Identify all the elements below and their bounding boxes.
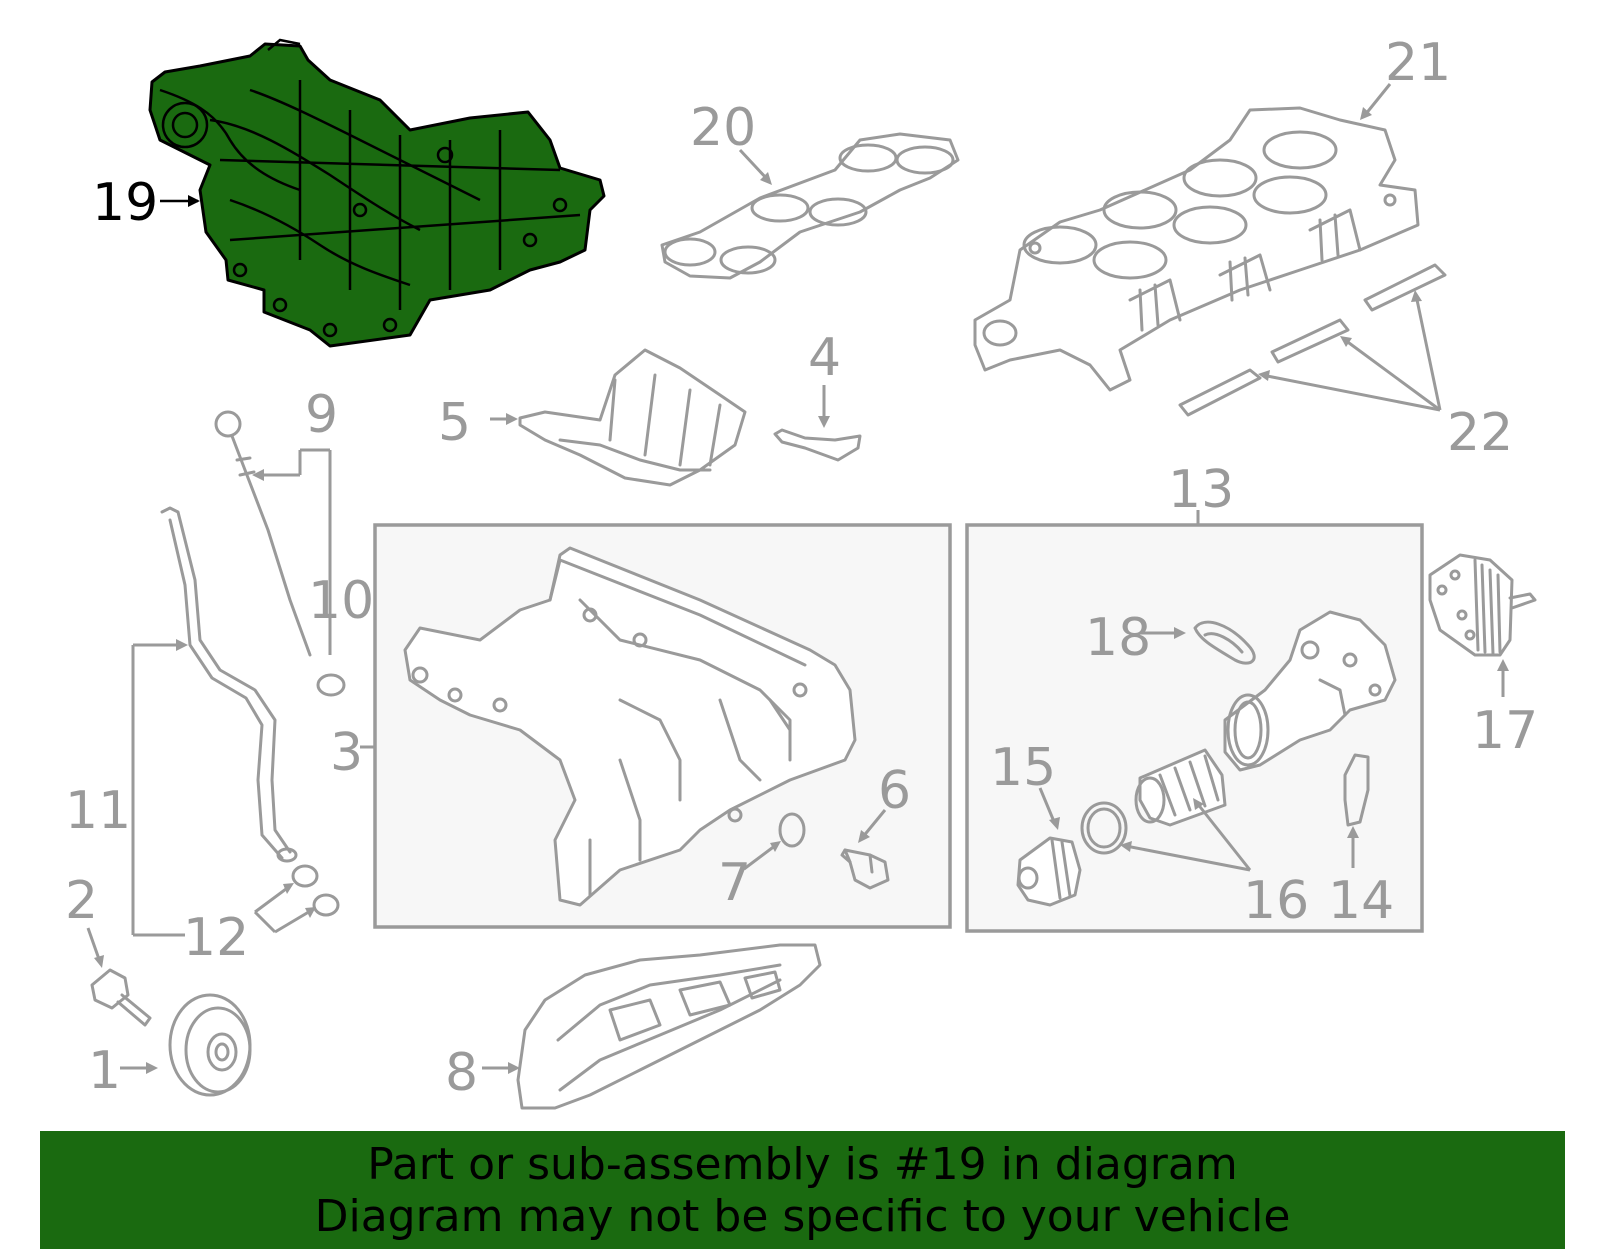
label-14: 14 bbox=[1328, 871, 1394, 931]
label-15: 15 bbox=[990, 738, 1056, 798]
label-19: 19 bbox=[92, 173, 158, 233]
label-12: 12 bbox=[183, 908, 249, 968]
part-5-baffle bbox=[518, 348, 747, 487]
part-16-oil-filter bbox=[1080, 748, 1227, 855]
info-banner: Part or sub-assembly is #19 in diagram D… bbox=[40, 1131, 1565, 1249]
label-7: 7 bbox=[718, 853, 751, 913]
part-19-intake-manifold[interactable] bbox=[148, 38, 606, 348]
label-2: 2 bbox=[65, 871, 98, 931]
part-20-intake-gasket bbox=[660, 132, 960, 280]
label-9: 9 bbox=[305, 385, 338, 445]
label-4: 4 bbox=[808, 328, 841, 388]
part-12-o-rings bbox=[291, 864, 340, 917]
label-18: 18 bbox=[1085, 608, 1151, 668]
part-21-lower-intake-manifold bbox=[973, 106, 1420, 392]
part-9-dipstick bbox=[214, 410, 312, 657]
part-15-filter-cap bbox=[1016, 836, 1082, 907]
label-5: 5 bbox=[438, 393, 471, 453]
part-22-gaskets bbox=[1178, 263, 1447, 417]
part-10-o-ring bbox=[316, 673, 346, 697]
part-11-dipstick-tube bbox=[160, 506, 298, 863]
part-17-oil-cooler bbox=[1428, 553, 1537, 657]
part-2-bolt bbox=[90, 968, 152, 1027]
label-20: 20 bbox=[690, 98, 756, 158]
part-6-drain-plug bbox=[840, 848, 890, 890]
label-13: 13 bbox=[1168, 460, 1234, 520]
label-3: 3 bbox=[330, 723, 363, 783]
part-3-oil-pan bbox=[403, 546, 857, 907]
part-8-lower-oil-pan bbox=[516, 943, 822, 1110]
label-8: 8 bbox=[445, 1043, 478, 1103]
part-14-gasket bbox=[1343, 753, 1370, 827]
banner-line-2: Diagram may not be specific to your vehi… bbox=[314, 1191, 1291, 1242]
label-16: 16 bbox=[1243, 871, 1309, 931]
label-17: 17 bbox=[1472, 701, 1538, 761]
part-18-seal bbox=[1193, 620, 1256, 665]
part-1-pulley bbox=[168, 993, 252, 1097]
label-11: 11 bbox=[65, 781, 131, 841]
part-7-washer bbox=[778, 812, 806, 848]
label-21: 21 bbox=[1385, 33, 1451, 93]
label-10: 10 bbox=[308, 571, 374, 631]
label-1: 1 bbox=[88, 1041, 121, 1101]
oil-filter-housing bbox=[1223, 610, 1397, 772]
part-4-sealant-tube bbox=[773, 428, 862, 462]
label-22: 22 bbox=[1447, 403, 1513, 463]
label-6: 6 bbox=[878, 761, 911, 821]
banner-line-1: Part or sub-assembly is #19 in diagram bbox=[367, 1139, 1238, 1190]
